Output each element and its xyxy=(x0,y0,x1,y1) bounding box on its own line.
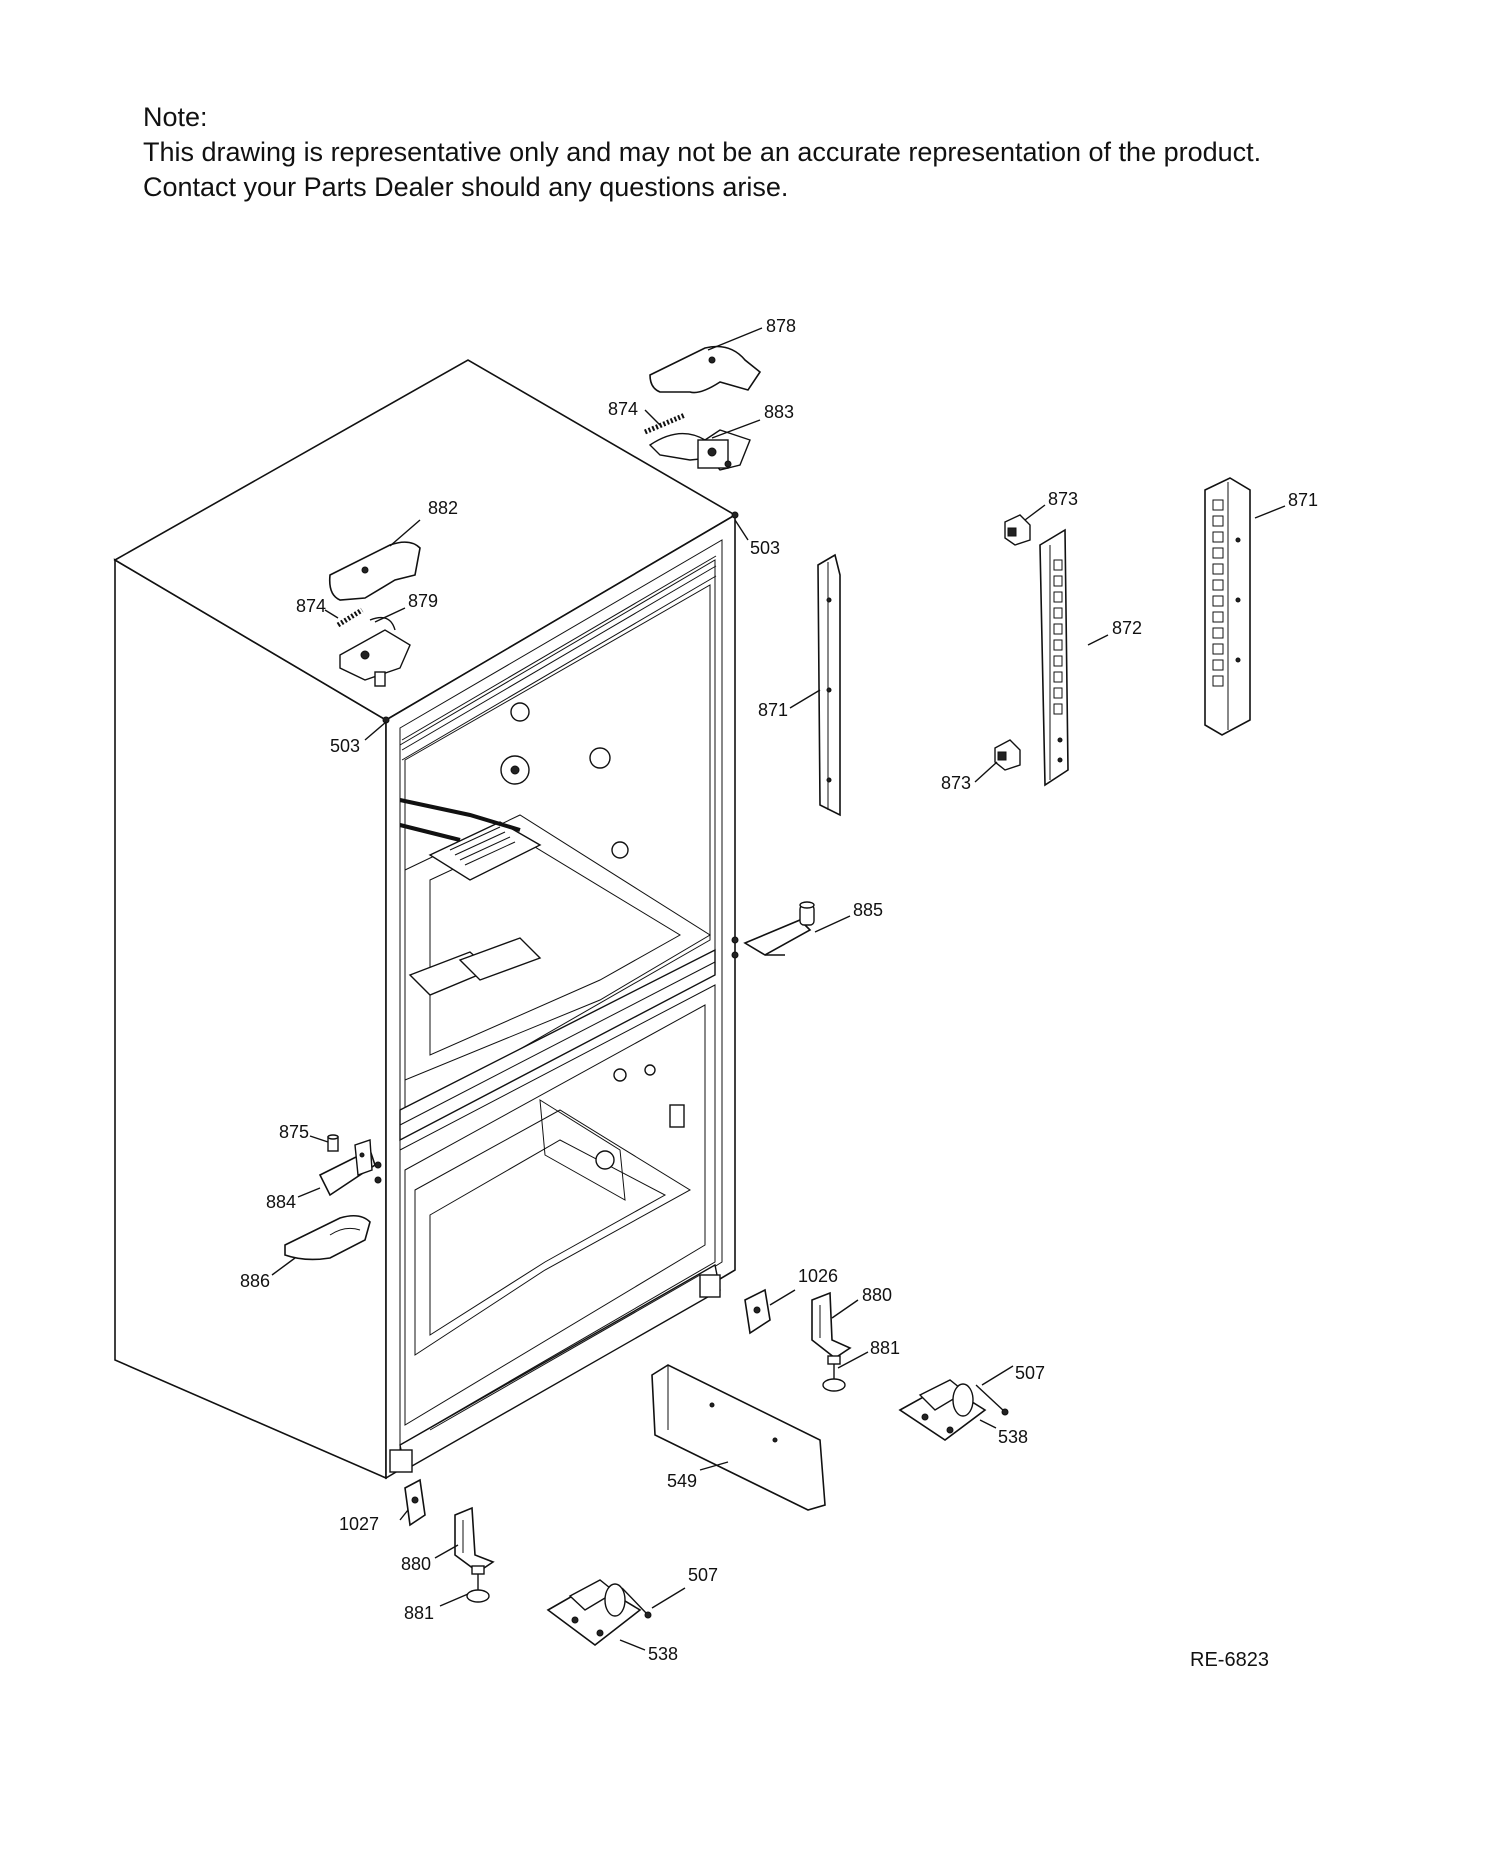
label-549: 549 xyxy=(667,1471,697,1491)
label-507-left: 507 xyxy=(688,1565,718,1585)
leveling-foot-881-right xyxy=(822,1355,846,1392)
stopper-873-upper xyxy=(1004,514,1031,546)
label-538-right: 538 xyxy=(998,1427,1028,1447)
center-hinge xyxy=(743,901,815,956)
bracket-1027 xyxy=(404,1478,426,1527)
label-881-right: 881 xyxy=(870,1338,900,1358)
label-880-right: 880 xyxy=(862,1285,892,1305)
pin-875 xyxy=(327,1134,339,1152)
top-hinge-right xyxy=(648,429,751,471)
leveling-foot-881-left xyxy=(466,1565,490,1603)
label-1027: 1027 xyxy=(339,1514,379,1534)
roller-assembly-538-left xyxy=(546,1579,642,1647)
roller-screw-507-left xyxy=(621,1587,652,1619)
top-hinge-cover-right xyxy=(649,345,762,394)
label-507-right: 507 xyxy=(1015,1363,1045,1383)
label-871-middle: 871 xyxy=(758,700,788,720)
roller-screw-507-right xyxy=(975,1384,1009,1416)
hinge-spring-left xyxy=(336,607,364,628)
hinge-spring-upper-right xyxy=(644,412,686,435)
leader-lines xyxy=(271,327,1286,1651)
label-503-left: 503 xyxy=(330,736,360,756)
label-879: 879 xyxy=(408,591,438,611)
leveling-bracket-880-right xyxy=(811,1291,852,1359)
part-labels: 878 874 883 882 874 879 503 503 871 871 … xyxy=(240,316,1318,1664)
label-885: 885 xyxy=(853,900,883,920)
rail-871-middle xyxy=(817,553,841,817)
label-881-left: 881 xyxy=(404,1603,434,1623)
label-873-lower: 873 xyxy=(941,773,971,793)
grille-549 xyxy=(651,1364,826,1511)
label-886: 886 xyxy=(240,1271,270,1291)
label-882: 882 xyxy=(428,498,458,518)
hinge-cover-886 xyxy=(284,1214,371,1261)
label-873-upper: 873 xyxy=(1048,489,1078,509)
refrigerator-cabinet xyxy=(113,359,739,1480)
stopper-873-lower xyxy=(994,739,1021,771)
roller-assembly-538-right xyxy=(898,1379,987,1441)
label-880-left: 880 xyxy=(401,1554,431,1574)
disclaimer-note: Note: This drawing is representative onl… xyxy=(143,100,1261,205)
note-line-2: Contact your Parts Dealer should any que… xyxy=(143,172,789,202)
top-hinge-left xyxy=(339,616,411,687)
note-heading: Note: xyxy=(143,102,208,132)
drawing-reference-code: RE-6823 xyxy=(1190,1649,1269,1671)
bracket-884 xyxy=(318,1139,376,1197)
label-878: 878 xyxy=(766,316,796,336)
rail-872 xyxy=(1039,528,1069,787)
label-884: 884 xyxy=(266,1192,296,1212)
label-872: 872 xyxy=(1112,618,1142,638)
label-874-upper: 874 xyxy=(608,399,638,419)
bracket-1026 xyxy=(744,1288,771,1335)
label-538-left: 538 xyxy=(648,1644,678,1664)
label-871-right: 871 xyxy=(1288,490,1318,510)
top-hinge-cover-left xyxy=(328,541,421,601)
label-1026: 1026 xyxy=(798,1266,838,1286)
leveling-bracket-880-left xyxy=(454,1506,495,1573)
note-line-1: This drawing is representative only and … xyxy=(143,137,1262,167)
label-875: 875 xyxy=(279,1122,309,1142)
rail-871-right xyxy=(1204,477,1251,736)
label-503-right: 503 xyxy=(750,538,780,558)
label-883: 883 xyxy=(764,402,794,422)
label-874-left: 874 xyxy=(296,596,326,616)
